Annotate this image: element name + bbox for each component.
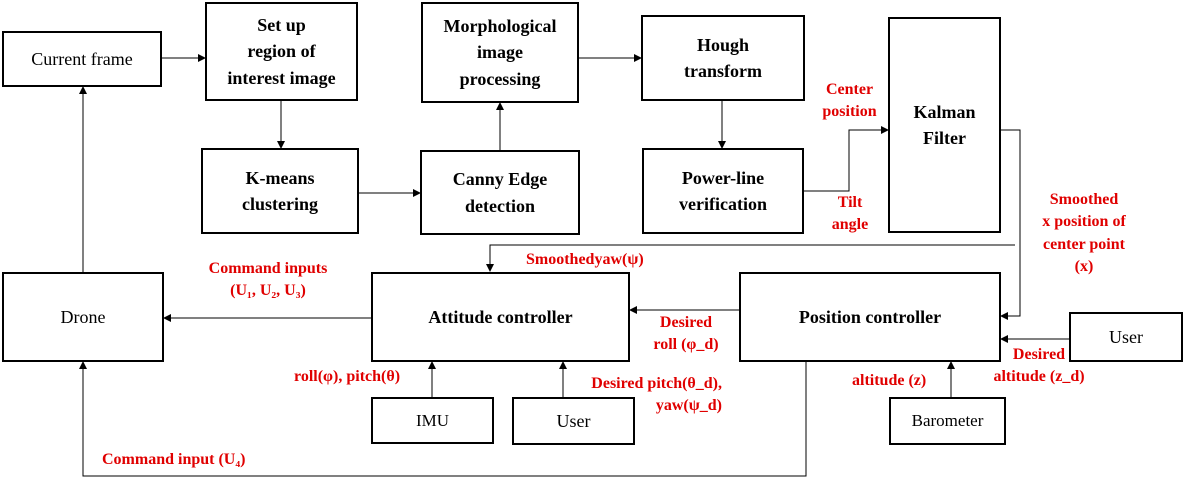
roll-pitch-label: roll(φ), pitch(θ) bbox=[294, 368, 401, 385]
smoothed-x-label: Smoothed x position of center point (x) bbox=[1042, 191, 1126, 276]
morphological-block: Morphological image processing bbox=[421, 2, 579, 103]
command-input-u4-label: Command input (U₄) bbox=[102, 451, 246, 468]
tilt-angle-label: Tilt angle bbox=[831, 194, 869, 234]
desired-pitch-yaw-label: Desired pitch(θ_d), yaw(ψ_d) bbox=[591, 375, 722, 415]
imu-block: IMU bbox=[371, 397, 494, 444]
barometer-block: Barometer bbox=[889, 397, 1006, 445]
kmeans-block: K-means clustering bbox=[201, 148, 359, 234]
position-controller-block: Position controller bbox=[739, 272, 1001, 362]
powerline-block: Power-line verification bbox=[642, 148, 804, 234]
kalman-filter-block: Kalman Filter bbox=[888, 17, 1001, 233]
current-frame-block: Current frame bbox=[2, 31, 162, 87]
arrow-kalman-to-position bbox=[1000, 129, 1021, 320]
altitude-label: altitude (z) bbox=[852, 372, 927, 389]
attitude-controller-block: Attitude controller bbox=[371, 272, 630, 362]
arrow-kalman-to-attitude bbox=[486, 244, 1015, 272]
user-position-block: User bbox=[1069, 312, 1183, 362]
center-position-label: Center position bbox=[822, 81, 877, 121]
canny-block: Canny Edge detection bbox=[420, 150, 580, 235]
smoothed-yaw-label: Smoothedyaw(ψ) bbox=[526, 251, 644, 268]
user-attitude-block: User bbox=[512, 397, 635, 445]
desired-altitude-label: Desired altitude (z_d) bbox=[993, 346, 1085, 386]
desired-roll-label: Desired roll (φ_d) bbox=[653, 314, 719, 354]
arrow-position-to-drone bbox=[79, 358, 807, 477]
roi-block: Set up region of interest image bbox=[205, 2, 358, 101]
drone-block: Drone bbox=[2, 272, 164, 362]
hough-block: Hough transform bbox=[641, 15, 805, 101]
command-inputs-label: Command inputs (U₁, U₂, U₃) bbox=[208, 260, 328, 300]
arrow-powerline-to-kalman bbox=[804, 126, 889, 192]
